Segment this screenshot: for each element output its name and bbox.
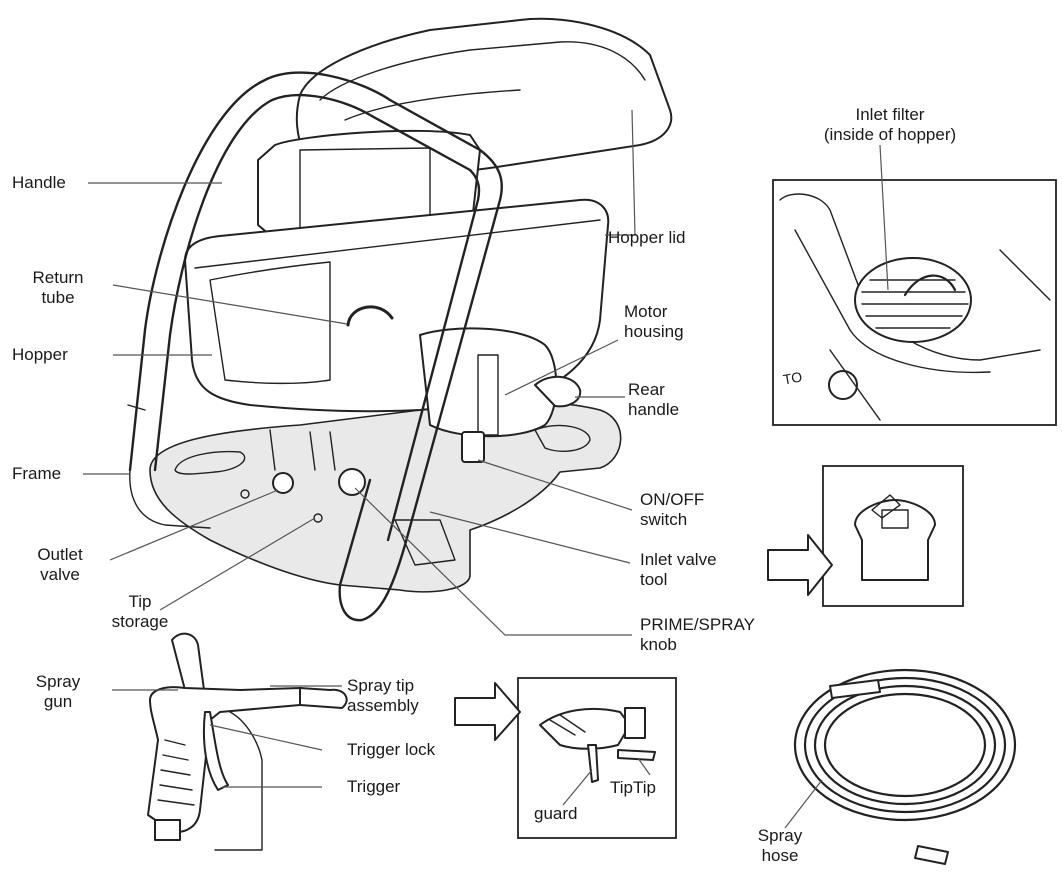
label-inlet-filter: Inlet filter(inside of hopper)	[823, 105, 957, 144]
on-off-switch-drawing	[461, 431, 485, 463]
leader-lines	[83, 109, 889, 829]
label-hopper: Hopper	[12, 345, 68, 364]
label-frame: Frame	[12, 464, 62, 483]
label-tip: TipTip	[610, 778, 656, 797]
label-guard: guard	[534, 804, 578, 823]
inlet-filter-inset	[772, 179, 1057, 426]
inlet-valve-tool-inset	[767, 465, 964, 607]
return-tube	[346, 305, 394, 327]
sprayer-base	[149, 401, 622, 593]
label-handle: Handle	[12, 173, 66, 192]
label-trigger-lock: Trigger lock	[347, 740, 436, 759]
spray-gun-illustration	[147, 632, 348, 851]
prime-spray-knob-drawing	[338, 468, 366, 496]
spray-tip-inset	[454, 677, 677, 839]
sprayer-unit-illustration	[127, 17, 673, 622]
label-trigger: Trigger	[347, 777, 401, 796]
frame-tube	[128, 71, 503, 622]
rear-handle-grip	[534, 375, 582, 408]
inset-marking-text: TO	[781, 368, 804, 388]
outlet-valve-drawing	[272, 472, 294, 494]
label-hopper-lid: Hopper lid	[608, 228, 686, 247]
spray-hose-illustration	[793, 668, 1017, 865]
